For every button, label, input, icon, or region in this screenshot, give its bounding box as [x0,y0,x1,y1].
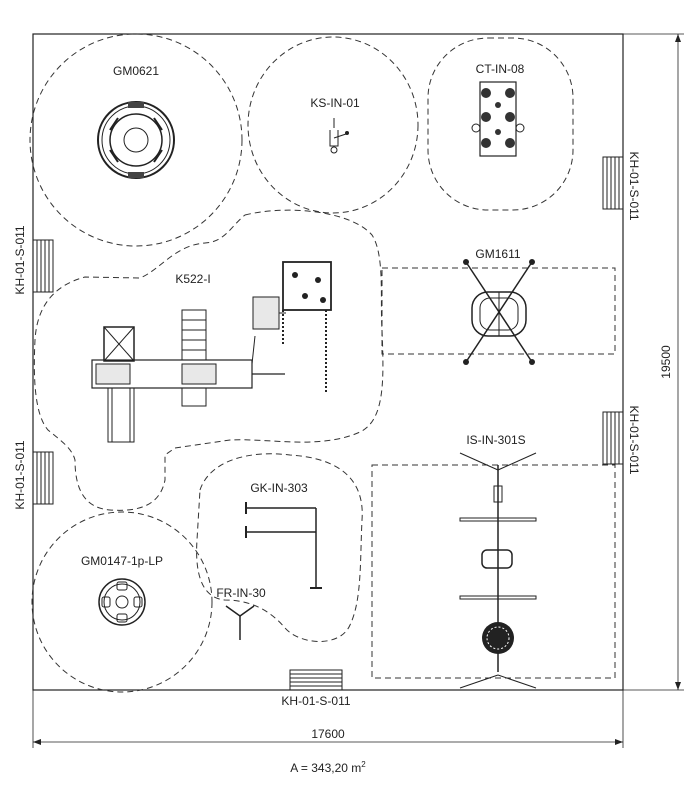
dimension-height-label: 19500 [659,345,673,379]
equipment-gk-in-303 [245,502,322,589]
label-gm1611: GM1611 [475,247,520,261]
bench-left-top [32,239,54,293]
label-is-in-301s: IS-IN-301S [466,433,525,447]
label-bench-right-mid: KH-01-S-011 [627,405,641,474]
area-label: A = 343,20 m2 [290,760,366,775]
equipment-gm0147 [98,578,146,626]
bench-bottom [289,669,343,691]
label-gk-in-303: GK-IN-303 [250,481,308,495]
zone-gm0147 [31,511,213,693]
label-bench-left-mid: KH-01-S-011 [13,440,27,509]
zone-ct-in-08 [427,37,574,211]
dimension-width [32,690,624,748]
dimension-height [623,33,684,691]
label-gm0621: GM0621 [113,64,159,78]
equipment-gm1611 [463,259,535,365]
equipment-fr-in-30 [225,605,255,640]
equipment-is-in-301s [459,452,537,689]
label-k522: K522-I [175,272,210,286]
label-gm0147: GM0147-1p-LP [81,554,163,568]
bench-right-top [602,156,624,210]
equipment-ks-in-01 [329,118,349,154]
label-ks-in-01: KS-IN-01 [310,96,360,110]
area-unit-superscript: 2 [361,760,366,769]
zone-gk-in-303 [196,453,363,642]
zone-ks-in-01 [247,36,419,214]
zone-k522 [33,209,384,511]
zone-gm0621 [29,33,243,247]
dimension-width-label: 17600 [311,727,345,741]
label-bench-left-top: KH-01-S-011 [13,225,27,294]
equipment-ct-in-08 [471,81,525,157]
area-text: A = 343,20 m [290,761,361,775]
label-ct-in-08: CT-IN-08 [476,62,525,76]
label-bench-bottom: KH-01-S-011 [281,694,350,708]
zone-gm1611 [381,267,616,355]
equipment-k522 [91,261,332,443]
bench-right-mid [602,411,624,465]
label-bench-right-top: KH-01-S-011 [627,151,641,220]
equipment-gm0621 [97,101,175,179]
bench-left-mid [32,451,54,505]
zone-is-in-301s [371,464,616,679]
label-fr-in-30: FR-IN-30 [216,586,266,600]
